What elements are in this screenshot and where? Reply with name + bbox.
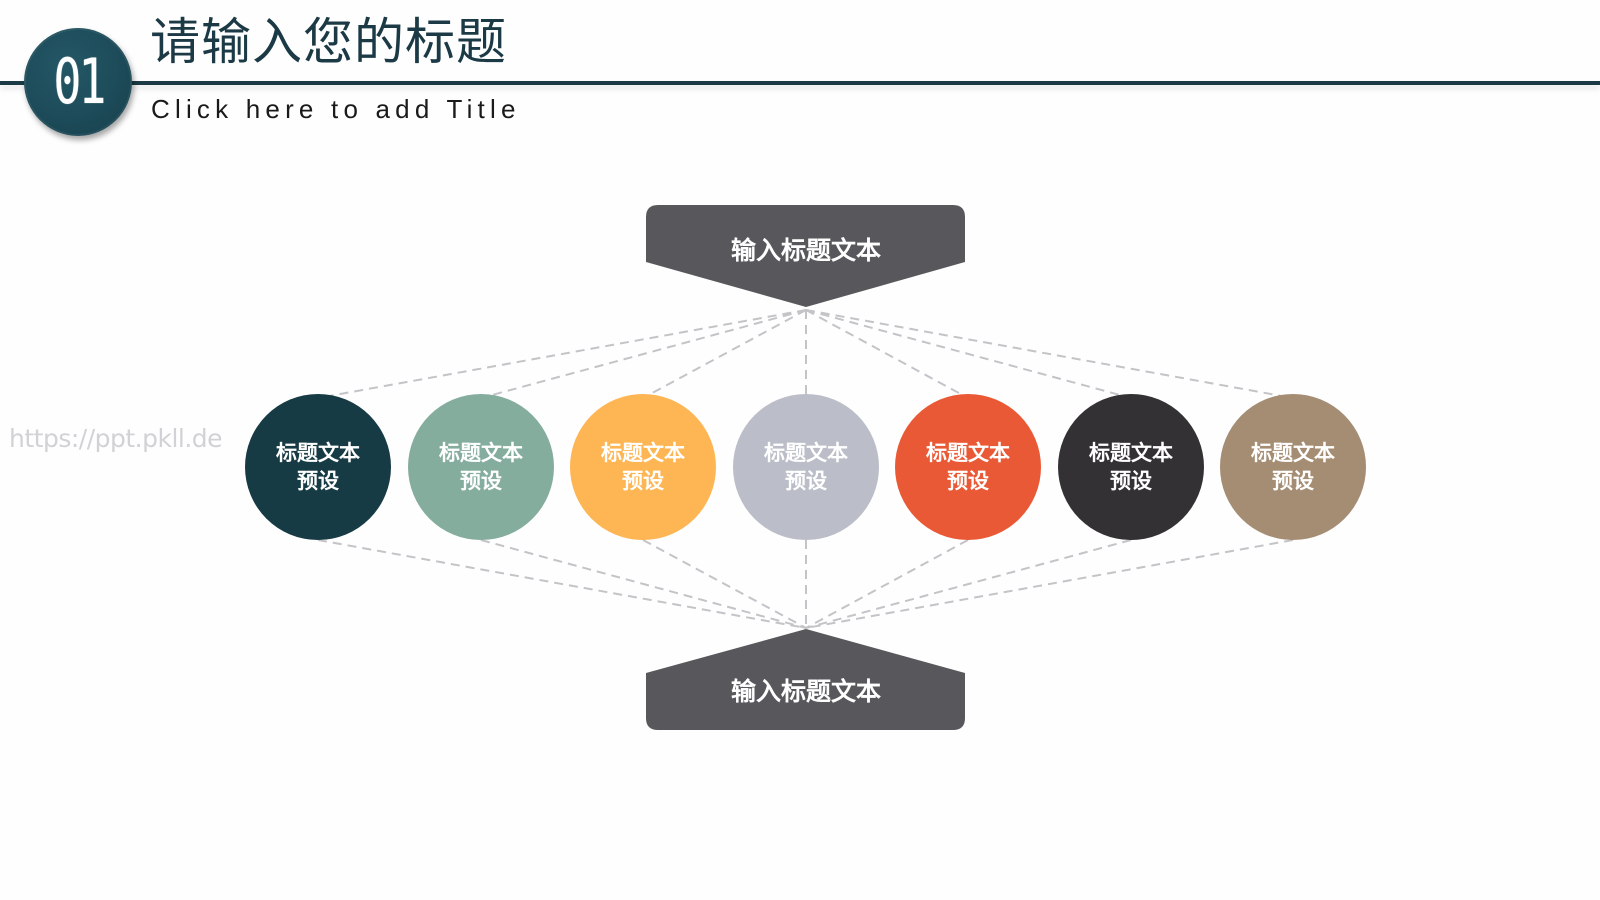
node-7-line2: 预设 (1272, 467, 1314, 495)
connector-bottom-7 (806, 540, 1293, 628)
node-3[interactable]: 标题文本 预设 (570, 394, 716, 540)
node-4[interactable]: 标题文本 预设 (733, 394, 879, 540)
top-connectors (318, 310, 1293, 398)
connector-bottom-1 (318, 540, 806, 628)
top-box-label[interactable]: 输入标题文本 (646, 231, 966, 267)
node-3-line1: 标题文本 (601, 439, 685, 467)
connector-bottom-5 (806, 540, 968, 628)
node-5[interactable]: 标题文本 预设 (895, 394, 1041, 540)
connector-bottom-6 (806, 540, 1131, 628)
node-4-line2: 预设 (785, 467, 827, 495)
node-2-line1: 标题文本 (439, 439, 523, 467)
node-1[interactable]: 标题文本 预设 (245, 394, 391, 540)
connector-bottom-2 (481, 540, 806, 628)
node-6-line1: 标题文本 (1089, 439, 1173, 467)
node-6[interactable]: 标题文本 预设 (1058, 394, 1204, 540)
node-7[interactable]: 标题文本 预设 (1220, 394, 1366, 540)
connector-top-1 (318, 310, 806, 398)
node-3-line2: 预设 (622, 467, 664, 495)
connector-bottom-3 (643, 540, 806, 628)
node-1-line1: 标题文本 (276, 439, 360, 467)
node-1-line2: 预设 (297, 467, 339, 495)
node-7-line1: 标题文本 (1251, 439, 1335, 467)
node-4-line1: 标题文本 (764, 439, 848, 467)
connector-top-7 (806, 310, 1293, 398)
node-2-line2: 预设 (460, 467, 502, 495)
node-5-line2: 预设 (947, 467, 989, 495)
connector-top-2 (481, 310, 806, 398)
node-2[interactable]: 标题文本 预设 (408, 394, 554, 540)
node-6-line2: 预设 (1110, 467, 1152, 495)
connector-top-6 (806, 310, 1131, 398)
node-5-line1: 标题文本 (926, 439, 1010, 467)
bottom-box-label[interactable]: 输入标题文本 (646, 672, 966, 708)
connector-top-3 (643, 310, 806, 398)
bottom-connectors (318, 540, 1293, 628)
connector-top-5 (806, 310, 968, 398)
